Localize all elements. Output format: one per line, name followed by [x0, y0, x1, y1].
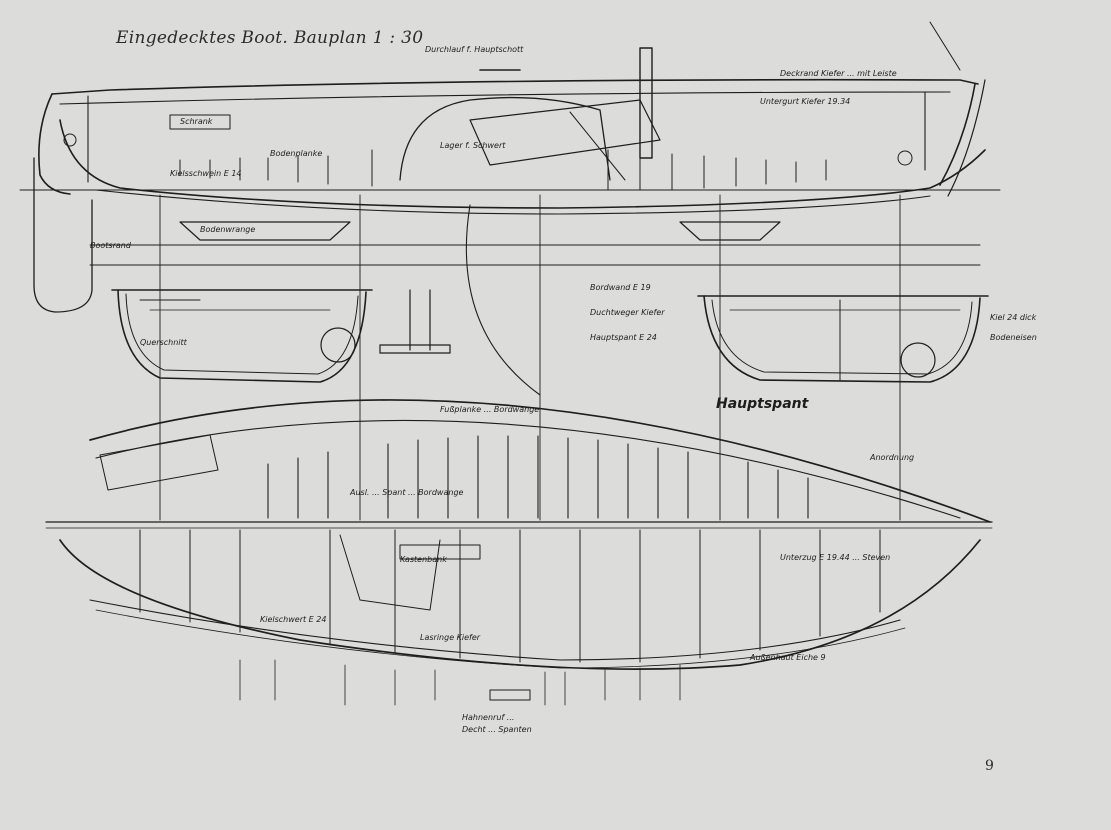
svg-text:Untergurt Kiefer 19.34: Untergurt Kiefer 19.34	[760, 97, 850, 106]
section-main-frame	[697, 295, 989, 383]
drawing-title: Eingedecktes Boot. Bauplan 1 : 30	[116, 28, 424, 48]
svg-text:Unterzug E 19.44 ... Steven: Unterzug E 19.44 ... Steven	[780, 553, 890, 562]
svg-text:Schrank: Schrank	[180, 117, 213, 126]
svg-text:Kastenbank: Kastenbank	[400, 555, 447, 564]
svg-text:Decht ... Spanten: Decht ... Spanten	[462, 725, 532, 734]
svg-text:Lager f. Schwert: Lager f. Schwert	[440, 141, 506, 150]
svg-text:Lasringe Kiefer: Lasringe Kiefer	[420, 633, 481, 642]
halfbreadth-arc	[465, 204, 541, 396]
svg-text:Duchtweger Kiefer: Duchtweger Kiefer	[590, 308, 665, 317]
dimension-lines	[89, 194, 981, 521]
svg-text:Fußplanke ... Bordwange: Fußplanke ... Bordwange	[440, 405, 539, 414]
svg-text:Querschnitt: Querschnitt	[140, 338, 188, 347]
page-number: 9	[985, 758, 994, 774]
profile-view	[19, 47, 1001, 313]
handwritten-annotations: Durchlauf f. Hauptschott Deckrand Kiefer…	[90, 45, 1037, 734]
floor-details	[179, 221, 781, 241]
bottom-view	[59, 529, 981, 701]
svg-text:Bootsrand: Bootsrand	[90, 241, 132, 250]
hauptspant-label: Hauptspant	[716, 396, 810, 412]
svg-text:Kiel 24 dick: Kiel 24 dick	[990, 313, 1037, 322]
plan-view	[45, 399, 993, 529]
svg-text:Anordnung: Anordnung	[869, 453, 914, 462]
svg-text:Deckrand Kiefer ... mit Leiste: Deckrand Kiefer ... mit Leiste	[780, 69, 897, 78]
label-leaders	[239, 659, 681, 706]
svg-text:Bodeneisen: Bodeneisen	[990, 333, 1037, 342]
svg-text:Hauptspant E 24: Hauptspant E 24	[590, 333, 657, 342]
svg-text:Durchlauf f. Hauptschott: Durchlauf f. Hauptschott	[425, 45, 524, 54]
svg-text:Bodenplanke: Bodenplanke	[270, 149, 322, 158]
svg-text:Hahnenruf ...: Hahnenruf ...	[462, 713, 514, 722]
svg-text:Kielschwert E 24: Kielschwert E 24	[260, 615, 326, 624]
svg-text:Bordwand E 19: Bordwand E 19	[590, 283, 651, 292]
svg-text:Bodenwrange: Bodenwrange	[200, 225, 255, 234]
svg-text:Außenhaut Eiche 9: Außenhaut Eiche 9	[749, 653, 826, 662]
svg-text:Kielsschwein E 14: Kielsschwein E 14	[170, 169, 242, 178]
svg-text:Ausl. ... Spant ... Bordwange: Ausl. ... Spant ... Bordwange	[349, 488, 464, 497]
trunk-detail	[379, 289, 451, 354]
section-left	[111, 289, 373, 383]
